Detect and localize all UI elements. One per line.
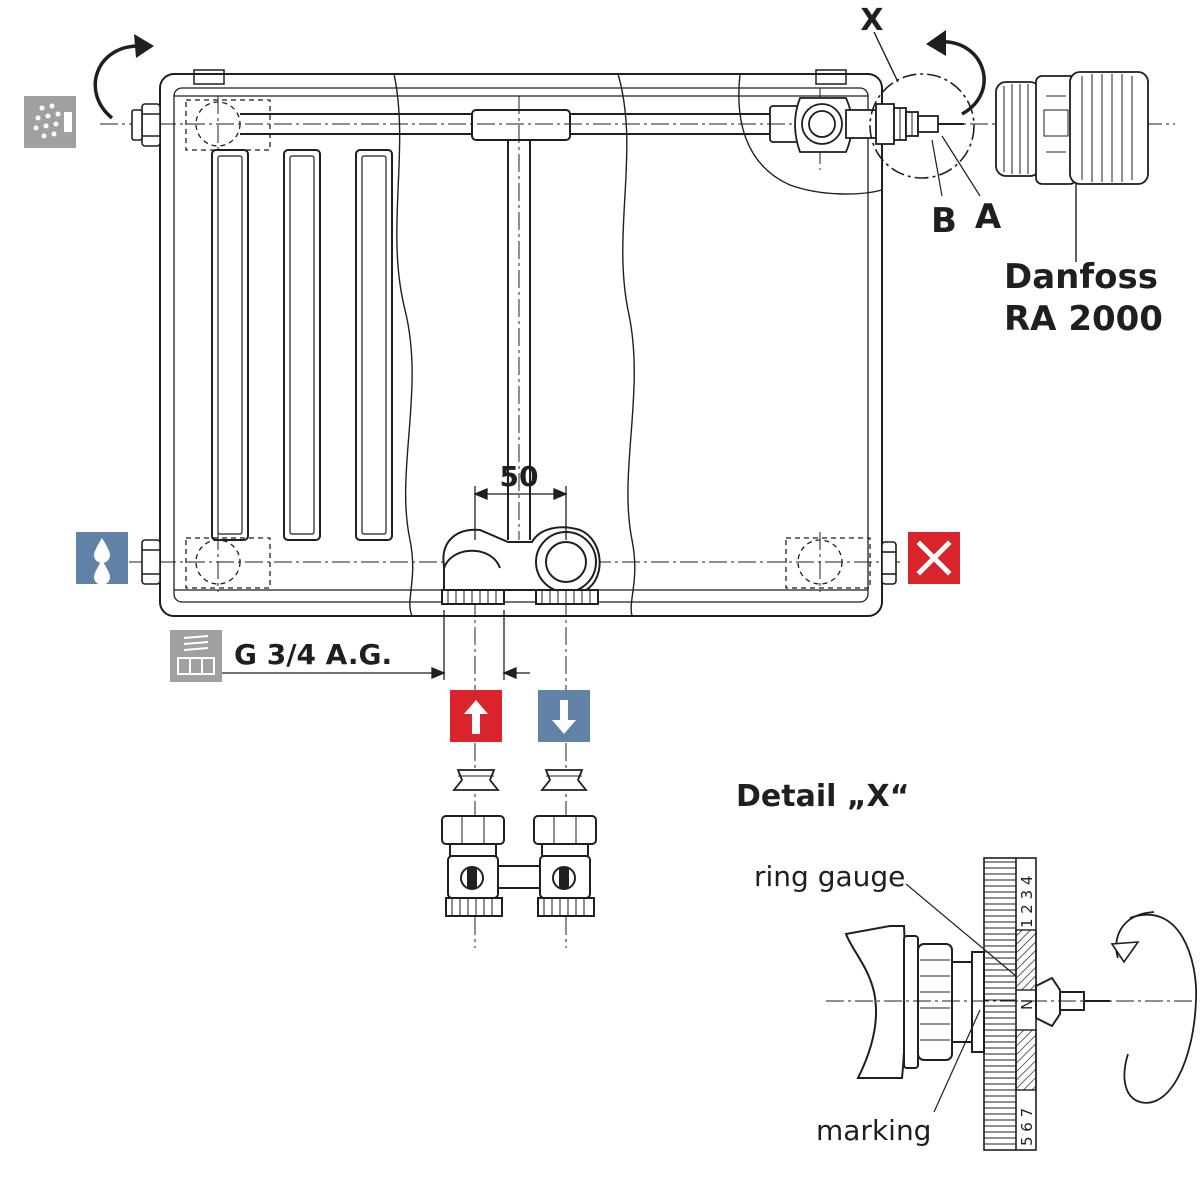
dimension-label: 50 <box>500 460 539 493</box>
left-plugs <box>131 103 161 585</box>
ring-gauge-scale <box>983 857 1037 1151</box>
arrow-head-left-icon <box>134 34 154 58</box>
rotation-ellipse <box>1115 911 1198 1104</box>
return-arrow-down-icon <box>552 700 576 734</box>
danfoss-label-line2: RA 2000 <box>1004 299 1163 339</box>
scale-ticks <box>984 861 1016 1145</box>
detail-x-marker <box>869 31 981 197</box>
label-b: B <box>931 201 957 241</box>
thermostat-head <box>995 71 1149 262</box>
flow-indicator <box>450 690 502 742</box>
seal-nipples <box>452 769 588 791</box>
return-indicator <box>538 690 590 742</box>
bottom-connection <box>441 526 601 605</box>
valve-insert <box>769 97 964 153</box>
marking-label: marking <box>816 1114 931 1147</box>
air-vent-icon <box>24 96 76 148</box>
center-lines <box>100 88 1175 948</box>
scale-n-mark: N <box>1018 999 1036 1010</box>
internal-pipe <box>240 109 770 540</box>
thread-dimension <box>222 610 530 680</box>
blind-plug-icon <box>908 532 960 584</box>
detail-x-label: X <box>860 3 883 38</box>
radiator-panel <box>159 69 883 617</box>
detail-leaders <box>905 883 1017 1113</box>
rotation-arrows <box>93 40 986 120</box>
convector-fins <box>211 149 393 541</box>
detail-valve-body <box>844 925 1110 1079</box>
ring-gauge-label: ring gauge <box>754 860 905 893</box>
ring-gauge-hatch <box>1015 929 1037 1091</box>
h-valve <box>441 815 597 917</box>
danfoss-label-line1: Danfoss <box>1004 257 1158 297</box>
right-blind-plug <box>881 541 897 585</box>
rotation-arrow-head-icon <box>1110 941 1140 964</box>
scale-lower-numbers: 5 6 7 <box>1018 1108 1036 1146</box>
thread-label: G 3/4 A.G. <box>234 638 392 671</box>
hidden-connections <box>185 99 871 589</box>
arrow-head-right-icon <box>926 30 946 56</box>
detail-title: Detail „X“ <box>736 779 909 814</box>
thread-connection-icon <box>170 630 222 682</box>
label-a: A <box>975 197 1002 237</box>
dimension-50 <box>473 486 568 540</box>
water-drain-icon <box>76 532 128 585</box>
flow-arrow-up-icon <box>464 700 488 734</box>
scale-upper-numbers: 1 2 3 4 <box>1018 876 1036 928</box>
break-lines <box>393 73 883 617</box>
